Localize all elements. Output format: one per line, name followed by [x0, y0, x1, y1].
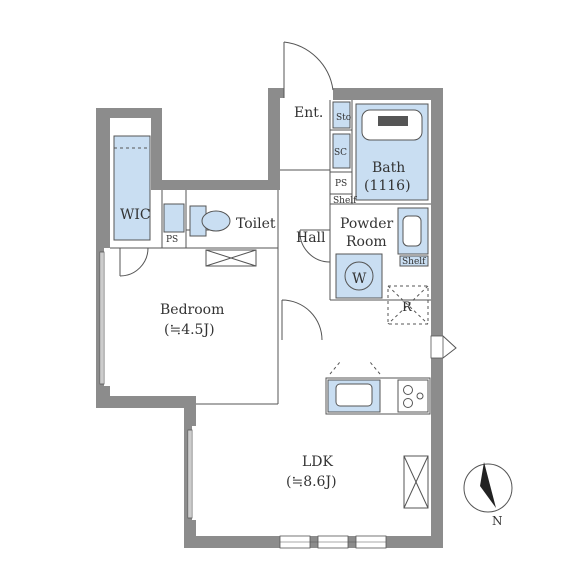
wall-entrance-top-left	[268, 88, 284, 98]
label-powder-line2: Room	[346, 234, 387, 250]
range-hood-lines	[329, 361, 381, 375]
wall-wic-top	[96, 108, 162, 118]
wall-wic-right	[151, 108, 162, 188]
kitchen-sink-basin	[335, 383, 373, 407]
bedroom-ac-unit	[205, 249, 257, 267]
label-shoe-closet: SC	[334, 148, 347, 158]
sink-basin	[402, 215, 422, 247]
label-bath: Bath	[372, 160, 405, 176]
shoe-closet	[332, 133, 351, 169]
washer-drum	[344, 261, 374, 291]
wic-shelf	[163, 203, 185, 233]
bath-drain-grille	[378, 116, 408, 126]
label-wic: WIC	[120, 207, 151, 223]
north-compass: N	[463, 462, 513, 528]
windows	[99, 251, 444, 549]
label-ps-wic: PS	[166, 235, 178, 245]
doors	[119, 41, 457, 359]
label-ldk-size: (≒8.6J)	[286, 474, 337, 490]
label-shelf-powder: Shelf	[402, 257, 426, 267]
wall-entrance-left	[268, 88, 280, 190]
refrigerator-space	[387, 285, 429, 325]
wall-top-right	[333, 88, 443, 100]
label-hall: Hall	[296, 230, 326, 246]
label-bath-size: (1116)	[364, 178, 411, 194]
wic-closet	[113, 135, 151, 241]
wall-wic-left	[96, 108, 110, 248]
storage-cabinet	[332, 101, 351, 129]
label-shelf-bath: Shelf	[333, 196, 357, 206]
wall-ldk-left-top	[184, 396, 196, 426]
wall-right-lower	[431, 358, 443, 548]
wall-bedroom-bottom	[96, 396, 196, 408]
powder-shelf	[399, 255, 429, 267]
label-ps-entrance: PS	[335, 179, 347, 189]
room-labels: Ent. WIC Toilet Hall Bath (1116) Powder …	[120, 105, 411, 490]
label-washer: W	[352, 271, 367, 287]
fixture-labels: Sto SC PS Shelf PS Shelf W R	[166, 113, 426, 315]
label-refrigerator: R	[402, 300, 413, 315]
toilet-bowl	[201, 210, 231, 232]
compass-north-label: N	[492, 514, 503, 528]
label-bedroom-size: (≒4.5J)	[164, 322, 215, 338]
ldk-storage	[403, 455, 429, 509]
label-toilet: Toilet	[236, 216, 276, 232]
cooktop	[397, 379, 429, 413]
kitchen-counter	[325, 377, 431, 415]
compass-needle-icon	[480, 462, 496, 508]
label-bedroom: Bedroom	[160, 302, 224, 318]
label-storage: Sto	[336, 113, 351, 123]
fixtures	[113, 101, 431, 509]
wall-right-upper	[431, 88, 443, 338]
label-entrance: Ent.	[294, 105, 323, 121]
label-powder-line1: Powder	[340, 216, 394, 232]
wall-toilet-top	[151, 180, 279, 190]
washer-pan	[335, 253, 383, 299]
label-ldk: LDK	[302, 454, 334, 470]
interior-partitions	[110, 100, 431, 405]
